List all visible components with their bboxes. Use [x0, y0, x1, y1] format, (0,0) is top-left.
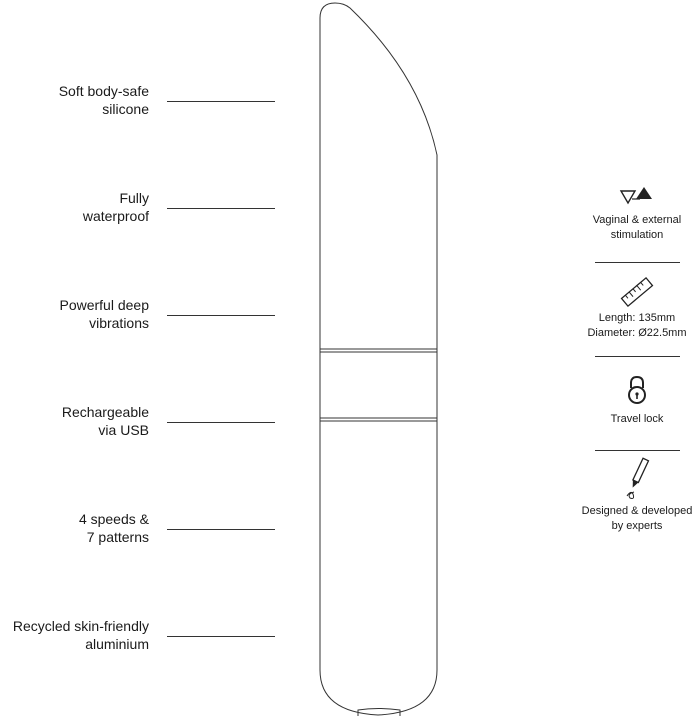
feature-label: Soft body-safe silicone — [58, 83, 149, 117]
feature-speeds-patterns: 4 speeds & 7 patterns — [0, 510, 275, 570]
feature-aluminium: Recycled skin-friendly aluminium — [0, 617, 275, 677]
feature-waterproof: Fully waterproof — [0, 189, 275, 249]
spec-dimensions: Length: 135mm Diameter: Ø22.5mm — [568, 276, 694, 341]
spec-text: Vaginal & external stimulation — [592, 214, 682, 241]
feature-rechargeable: Rechargeable via USB — [0, 403, 275, 463]
spec-travel-lock: Travel lock — [568, 374, 694, 427]
spec-text: Designed & developed by experts — [581, 505, 693, 532]
callout-line — [167, 208, 275, 209]
callout-line — [167, 101, 275, 102]
spec-stimulation: Vaginal & external stimulation — [568, 185, 694, 243]
feature-label: Fully waterproof — [82, 190, 149, 224]
vibrator-body-outline — [319, 2, 438, 716]
callout-line — [167, 636, 275, 637]
feature-label: Recycled skin-friendly aluminium — [12, 618, 149, 652]
ruler-icon — [620, 276, 654, 308]
feature-silicone: Soft body-safe silicone — [0, 82, 275, 142]
callout-line — [167, 315, 275, 316]
feature-label: Rechargeable via USB — [61, 404, 149, 438]
feature-label: 4 speeds & 7 patterns — [78, 511, 149, 545]
feature-label: Powerful deep vibrations — [59, 297, 149, 331]
spec-designed: Designed & developed by experts — [568, 456, 694, 534]
spec-text: Travel lock — [610, 413, 664, 425]
padlock-icon — [628, 375, 646, 404]
spec-separator — [595, 262, 680, 263]
callout-line — [167, 422, 275, 423]
pencil-icon — [626, 457, 650, 499]
spec-separator — [595, 450, 680, 451]
triangles-icon — [619, 187, 652, 205]
callout-line — [167, 529, 275, 530]
base-cap — [357, 708, 401, 716]
feature-vibrations: Powerful deep vibrations — [0, 296, 275, 356]
spec-separator — [595, 356, 680, 357]
spec-text: Length: 135mm Diameter: Ø22.5mm — [587, 312, 687, 339]
